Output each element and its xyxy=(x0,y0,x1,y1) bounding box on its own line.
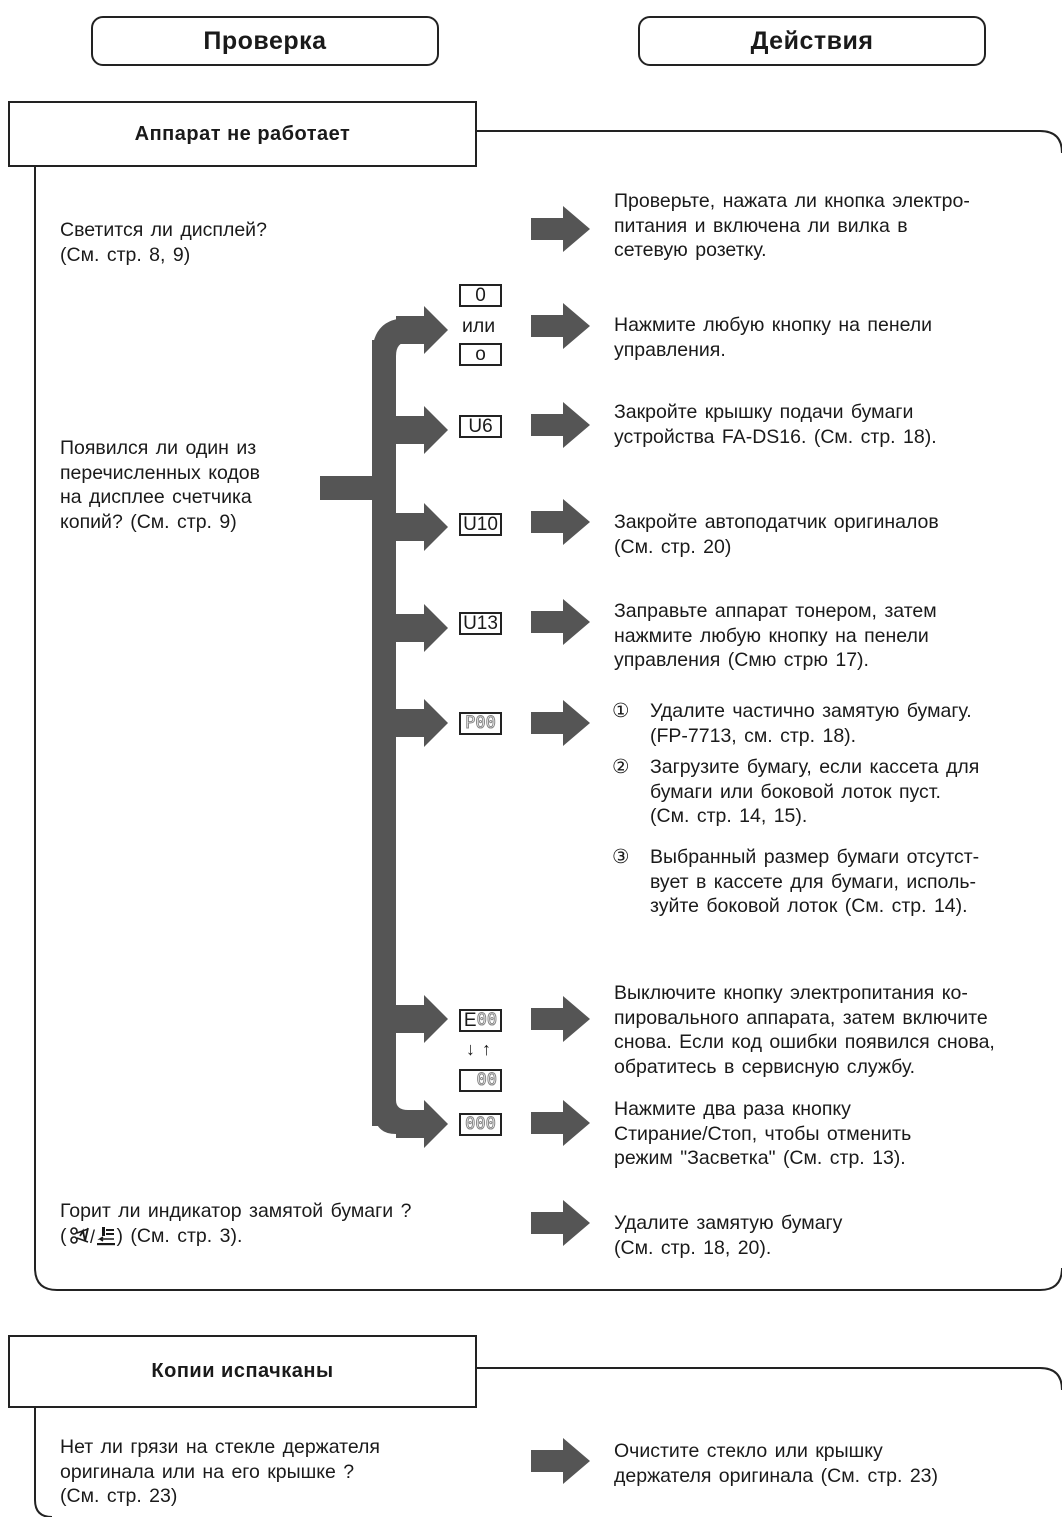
code-e-prefix: E xyxy=(463,1010,477,1031)
code-p00: P00 xyxy=(459,712,502,735)
paren-close: ) xyxy=(116,1224,131,1247)
code-u6: U6 xyxy=(459,415,502,438)
svg-text:/: / xyxy=(90,1227,95,1247)
step-number: ① xyxy=(612,700,630,722)
action-close-document-feeder: Закройте автоподатчик оригиналов (См. ст… xyxy=(614,511,939,558)
action-remove-jam: Удалите замятую бумагу (См. стр. 18, 20)… xyxy=(614,1212,843,1259)
code-000: 000 xyxy=(459,1113,502,1136)
code-p00-text: P00 xyxy=(465,713,497,733)
action-restart-machine: Выключите кнопку электропитания ко- пиро… xyxy=(614,982,995,1078)
paper-jam-icon: / xyxy=(69,1226,115,1247)
code-000-digits: 000 xyxy=(465,1114,497,1134)
check-column-header: Проверка xyxy=(91,16,439,66)
code-u10: U10 xyxy=(459,513,502,536)
action-cancel-photo-mode: Нажмите два раза кнопку Стирание/Стоп, ч… xyxy=(614,1098,912,1169)
code-e-digits: 00 xyxy=(476,1010,498,1030)
question-display-lit: Светится ли дисплей? (См. стр. 8, 9) xyxy=(60,219,267,266)
code-zero: 0 xyxy=(459,284,502,307)
code-small-o: o xyxy=(459,343,502,366)
action-check-power: Проверьте, нажата ли кнопка электро- пит… xyxy=(614,190,970,261)
code-or-label: или xyxy=(462,315,496,337)
action-close-feed-cover: Закройте крышку подачи бумаги устройства… xyxy=(614,401,937,448)
paper-tray-icon xyxy=(96,1226,115,1245)
step-number: ③ xyxy=(612,846,630,868)
action-add-toner: Заправьте аппарат тонером, затем нажмите… xyxy=(614,600,937,671)
action-clean-glass: Очистите стекло или крышку держателя ори… xyxy=(614,1440,938,1487)
code-alternating-arrows: ↓ ↑ xyxy=(466,1039,492,1059)
action-press-any-button: Нажмите любую кнопку на пенели управлени… xyxy=(614,314,933,361)
code-00-digits: 00 xyxy=(476,1070,498,1090)
code-u13: U13 xyxy=(459,612,502,635)
actions-column-header: Действия xyxy=(638,16,986,66)
question-jam-indicator: Горит ли индикатор замятой бумаги ? ( / … xyxy=(60,1200,412,1247)
paren-open: ( xyxy=(60,1224,67,1247)
code-00: 00 xyxy=(459,1069,502,1092)
step-number: ② xyxy=(612,756,630,778)
section-title-copies-dirty: Копии испачканы xyxy=(8,1335,477,1408)
section-title-machine-not-working: Аппарат не работает xyxy=(8,101,477,167)
question-codes-displayed: Появился ли один из перечисленных кодов … xyxy=(60,437,260,533)
question-dirty-glass: Нет ли грязи на стекле держателя оригина… xyxy=(60,1436,380,1507)
